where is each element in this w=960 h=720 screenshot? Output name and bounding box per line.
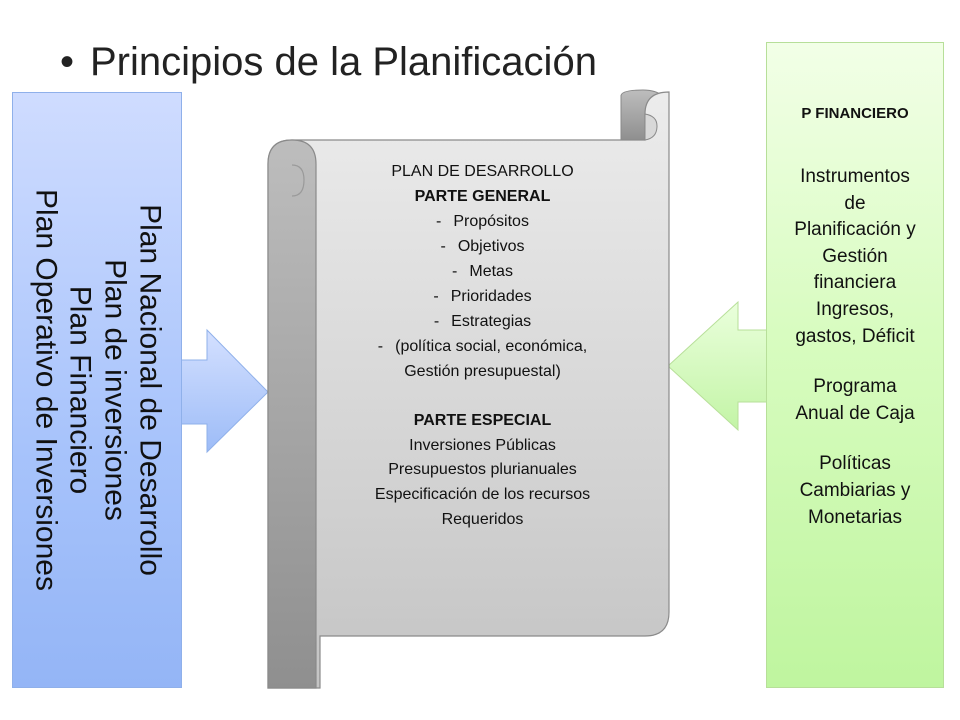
instruments-block: Instrumentos de Planificación y Gestión … [777, 164, 933, 350]
special-line: Especificación de los recursos [374, 486, 591, 504]
scroll-top-fold [644, 113, 658, 141]
instruments-line: gastos, Déficit [795, 325, 915, 347]
plan-heading: PLAN DE DESARROLLO [391, 163, 574, 180]
special-line: Requeridos [441, 511, 524, 529]
instruments-line: Planificación y [794, 219, 916, 241]
plans-list: Plan Nacional de Desarrollo Plan de inve… [27, 95, 166, 685]
general-item: Metas [330, 260, 635, 285]
instruments-line: de [844, 192, 866, 214]
scroll-left-roll-inner [291, 164, 305, 197]
general-item: Propósitos [330, 210, 635, 235]
general-item: (política social, económica, [330, 335, 635, 360]
instruments-line: Ingresos, [815, 298, 895, 320]
instruments-line: financiera [813, 272, 897, 294]
general-part-title: PARTE GENERAL [414, 187, 551, 205]
policies-line: Monetarias [808, 506, 902, 528]
financial-plan-title: P FINANCIERO [801, 105, 909, 122]
general-item: Estrategias [330, 310, 635, 335]
general-item-continuation: Gestión presupuestal) [404, 362, 561, 380]
scroll-left-roll [267, 139, 317, 689]
financial-plan-box: P FINANCIERO Instrumentos de Planificaci… [766, 42, 944, 688]
development-plan-text: PLAN DE DESARROLLO PARTE GENERAL Propósi… [330, 160, 635, 533]
special-line: Presupuestos plurianuales [388, 461, 577, 479]
cash-program-line: Anual de Caja [795, 402, 915, 424]
plan-line: Plan Financiero [64, 285, 97, 495]
slide-title: • Principios de la Planificación [60, 40, 597, 85]
plans-box: Plan Nacional de Desarrollo Plan de inve… [12, 92, 182, 688]
instruments-line: Instrumentos [800, 166, 910, 187]
cash-program-line: Programa [813, 376, 897, 398]
plan-line: Plan de inversiones [98, 259, 132, 521]
bullet-icon: • [60, 40, 75, 84]
general-item: Objetivos [330, 235, 635, 260]
general-item: Prioridades [330, 285, 635, 310]
plan-line: Plan Operativo de Inversiones [29, 189, 63, 591]
policies-block: Políticas Cambiarias y Monetarias [777, 451, 933, 531]
arrow-right-shape [179, 328, 269, 454]
special-part-title: PARTE ESPECIAL [413, 411, 552, 429]
instruments-line: Gestión [822, 245, 888, 267]
cash-program-block: Programa Anual de Caja [777, 374, 933, 427]
title-text: Principios de la Planificación [90, 40, 597, 84]
special-line: Inversiones Públicas [409, 436, 556, 454]
policies-line: Cambiarias y [799, 479, 911, 501]
plan-line: Plan Nacional de Desarrollo [133, 204, 167, 576]
policies-line: Políticas [819, 453, 891, 475]
arrow-left-shape [667, 300, 769, 432]
